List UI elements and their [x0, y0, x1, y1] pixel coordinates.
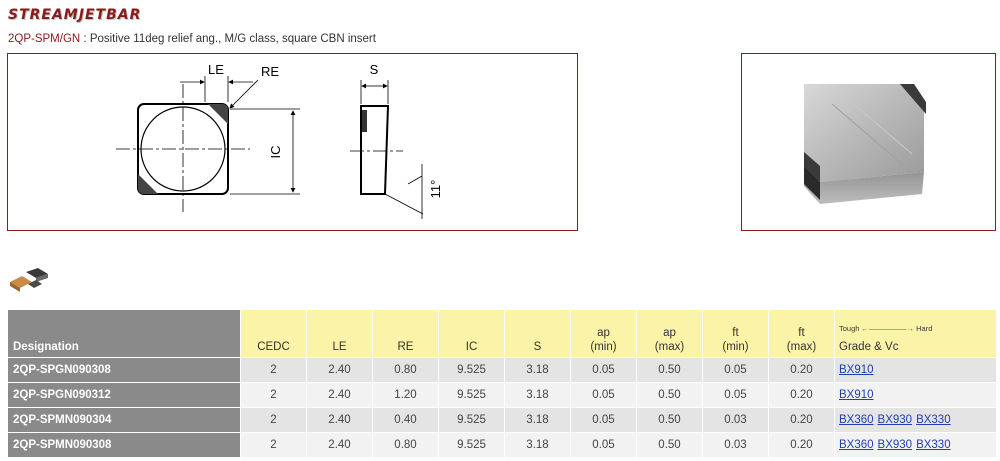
spec-table: Designation CEDC LE RE IC S ap(min) ap(m…	[7, 309, 997, 458]
angle-label: 11°	[428, 180, 443, 199]
product-photo	[741, 53, 996, 231]
s-label: S	[370, 62, 379, 77]
grade-link[interactable]: BX360	[839, 414, 874, 426]
tough-hard-arrow-icon: ←—————→	[861, 324, 915, 333]
ic-cell: 9.525	[438, 407, 505, 433]
col-ap-min: ap(min)	[570, 309, 637, 358]
tough-hard-scale: Tough ←—————→ Hard	[839, 324, 933, 333]
designation-cell: 2QP-SPMN090304	[7, 407, 241, 433]
ap-max-cell: 0.50	[636, 357, 703, 383]
dimension-diagram: LE RE IC S 11°	[7, 53, 578, 231]
ap-max-cell: 0.50	[636, 432, 703, 458]
ft-min-cell: 0.03	[702, 432, 769, 458]
col-designation: Designation	[7, 309, 241, 358]
designation-cell: 2QP-SPGN090312	[7, 382, 241, 408]
cedc-cell: 2	[240, 357, 307, 383]
le-label: LE	[208, 62, 224, 77]
col-ap-max: ap(max)	[636, 309, 703, 358]
le-cell: 2.40	[306, 382, 373, 408]
product-subtitle: 2QP-SPM/GN : Positive 11deg relief ang.,…	[8, 33, 376, 45]
col-le: LE	[306, 309, 373, 358]
ic-cell: 9.525	[438, 357, 505, 383]
re-cell: 0.40	[372, 407, 439, 433]
ft-min-cell: 0.05	[702, 382, 769, 408]
subtitle-separator: :	[80, 33, 90, 45]
grade-cell: BX910	[834, 382, 997, 408]
ap-min-cell: 0.05	[570, 357, 637, 383]
cbn-tip-top-right	[208, 104, 228, 124]
re-cell: 0.80	[372, 357, 439, 383]
cedc-cell: 2	[240, 432, 307, 458]
cedc-cell: 2	[240, 382, 307, 408]
grade-link[interactable]: BX930	[877, 414, 913, 426]
s-cell: 3.18	[504, 382, 571, 408]
col-s: S	[504, 309, 571, 358]
ap-min-cell: 0.05	[570, 382, 637, 408]
ic-label: IC	[268, 146, 283, 159]
product-description: Positive 11deg relief ang., M/G class, s…	[89, 33, 376, 45]
col-cedc: CEDC	[240, 309, 307, 358]
re-cell: 0.80	[372, 432, 439, 458]
re-label: RE	[261, 64, 279, 79]
le-cell: 2.40	[306, 407, 373, 433]
designation-cell: 2QP-SPGN090308	[7, 357, 241, 383]
grade-link[interactable]: BX910	[839, 389, 874, 401]
s-cell: 3.18	[504, 432, 571, 458]
col-ic: IC	[438, 309, 505, 358]
ft-min-cell: 0.03	[702, 407, 769, 433]
brand-logo: STREAMJETBAR	[8, 7, 142, 23]
grade-link[interactable]: BX930	[877, 439, 913, 451]
s-cell: 3.18	[504, 407, 571, 433]
col-ft-min: ft(min)	[702, 309, 769, 358]
ft-max-cell: 0.20	[768, 357, 835, 383]
ft-max-cell: 0.20	[768, 407, 835, 433]
ap-min-cell: 0.05	[570, 432, 637, 458]
grade-link[interactable]: BX910	[839, 364, 874, 376]
le-cell: 2.40	[306, 432, 373, 458]
le-cell: 2.40	[306, 357, 373, 383]
ap-max-cell: 0.50	[636, 382, 703, 408]
insert-thumbnail-icon	[10, 268, 48, 292]
cedc-cell: 2	[240, 407, 307, 433]
ic-cell: 9.525	[438, 382, 505, 408]
ft-min-cell: 0.05	[702, 357, 769, 383]
ap-min-cell: 0.05	[570, 407, 637, 433]
grade-cell: BX910	[834, 357, 997, 383]
grade-link[interactable]: BX330	[916, 414, 951, 426]
ic-cell: 9.525	[438, 432, 505, 458]
ft-max-cell: 0.20	[768, 432, 835, 458]
insert-photo-image	[804, 84, 926, 204]
insert-drawing: LE RE IC S 11°	[116, 62, 443, 219]
cbn-tip-bottom-left	[138, 174, 158, 194]
ft-max-cell: 0.20	[768, 382, 835, 408]
designation-cell: 2QP-SPMN090308	[7, 432, 241, 458]
grade-link[interactable]: BX330	[916, 439, 951, 451]
product-code: 2QP-SPM/GN	[8, 33, 81, 45]
re-cell: 1.20	[372, 382, 439, 408]
header-row: Designation CEDC LE RE IC S ap(min) ap(m…	[7, 309, 997, 358]
ap-max-cell: 0.50	[636, 407, 703, 433]
col-ft-max: ft(max)	[768, 309, 835, 358]
col-re: RE	[372, 309, 439, 358]
grade-link[interactable]: BX360	[839, 439, 874, 451]
col-grade: Tough ←—————→ Hard Grade & Vc	[834, 309, 997, 358]
s-cell: 3.18	[504, 357, 571, 383]
